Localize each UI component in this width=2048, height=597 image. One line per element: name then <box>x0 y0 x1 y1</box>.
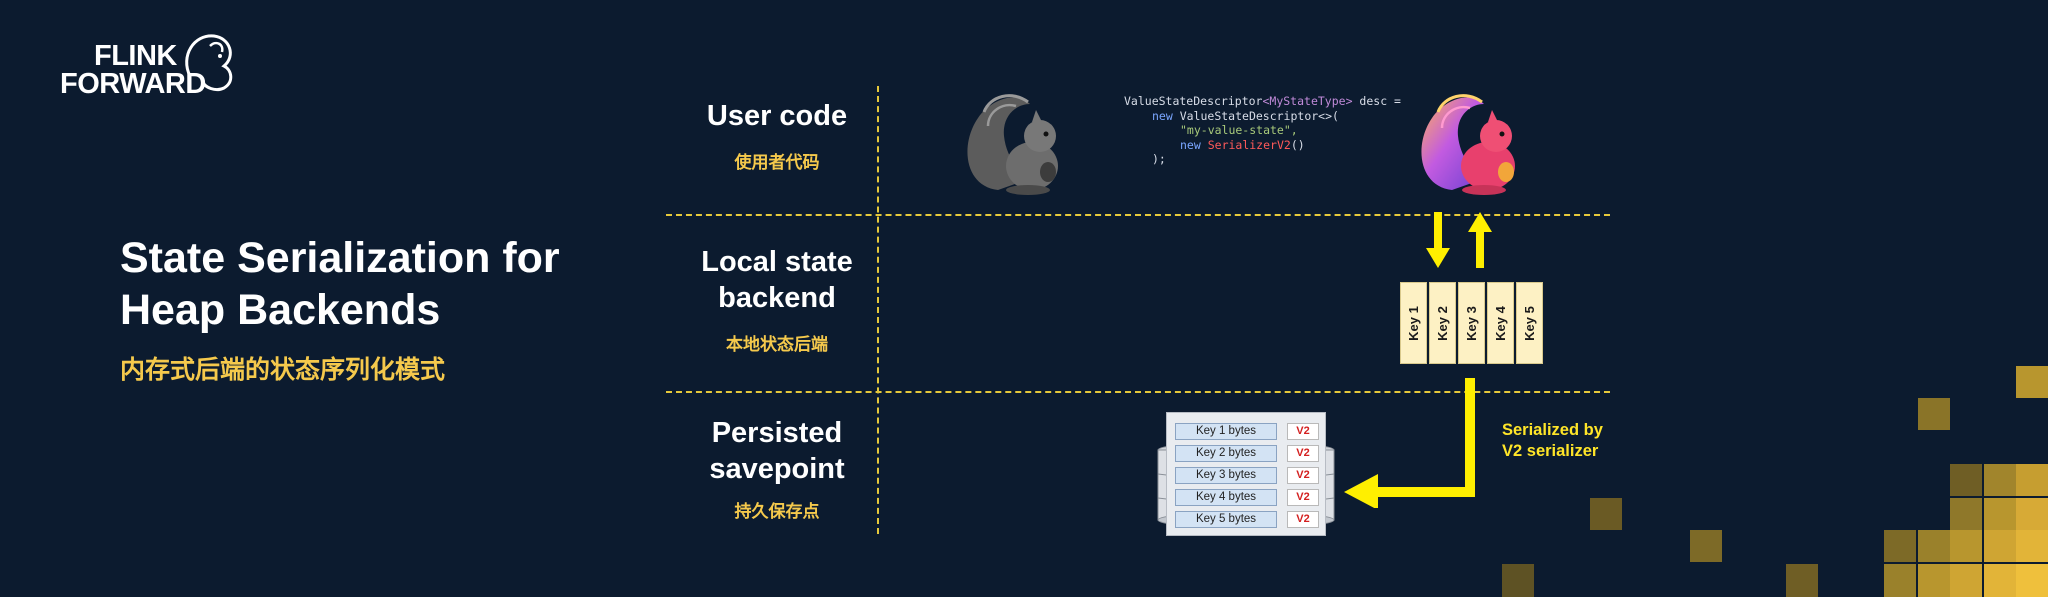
decor-square <box>2016 464 2048 496</box>
logo-line1: FLINK <box>94 40 177 72</box>
row-label-savepoint: Persisted savepoint 持久保存点 <box>647 415 907 522</box>
code-line-5: ); <box>1124 152 1401 167</box>
row-label-en: Persisted <box>711 417 843 449</box>
key-cell-label: Key 1 <box>1406 305 1422 341</box>
code-rest: ); <box>1152 152 1166 166</box>
title-line2: Heap Backends <box>120 286 441 334</box>
code-class: SerializerV2 <box>1207 137 1291 152</box>
key-cell: Key 3 <box>1458 282 1485 364</box>
decor-square <box>1984 564 2016 597</box>
key-cell-label: Key 4 <box>1493 305 1509 341</box>
row-divider-1 <box>666 214 1610 216</box>
decor-square <box>1918 530 1950 562</box>
logo-squirrel-icon <box>185 34 233 92</box>
row-label-zh: 本地状态后端 <box>726 335 828 354</box>
key-cell: Key 2 <box>1429 282 1456 364</box>
decor-square <box>1590 498 1622 530</box>
decor-square <box>1884 530 1916 562</box>
key-cell: Key 1 <box>1400 282 1427 364</box>
decor-square <box>1950 464 1982 496</box>
code-rest: ValueStateDescriptor<>( <box>1172 108 1339 123</box>
row-label-user-code: User code 使用者代码 <box>647 98 907 173</box>
column-divider <box>877 86 879 534</box>
annotation-line2: V2 serializer <box>1502 442 1599 460</box>
annotation-line1: Serialized by <box>1502 421 1603 439</box>
row-label-en: savepoint <box>709 453 845 485</box>
code-generic: <MyStateType> <box>1262 94 1353 108</box>
decor-square <box>1984 464 2016 496</box>
code-keyword: new <box>1152 108 1173 123</box>
decor-square <box>1984 530 2016 562</box>
page-title: State Serialization for Heap Backends <box>120 232 640 336</box>
arrow-down-icon <box>1426 212 1450 268</box>
serialize-arrow-icon <box>1344 378 1475 508</box>
code-string: "my-value-state", <box>1180 123 1298 137</box>
decor-square <box>1502 564 1534 597</box>
row-label-en: User code <box>706 100 848 132</box>
row-label-en: backend <box>718 282 836 314</box>
version-badge: V2 <box>1287 489 1319 506</box>
decor-square <box>1950 530 1982 562</box>
key-cell: Key 4 <box>1487 282 1514 364</box>
decor-square <box>2016 564 2048 597</box>
key-cell-label: Key 3 <box>1464 305 1480 341</box>
version-badge: V2 <box>1287 511 1319 528</box>
decor-square <box>1918 564 1950 597</box>
version-badge: V2 <box>1287 445 1319 462</box>
code-type: ValueStateDescriptor <box>1124 94 1263 108</box>
decor-square <box>2016 530 2048 562</box>
code-rest: desc = <box>1352 94 1401 108</box>
code-line-4: new SerializerV2() <box>1124 138 1401 153</box>
code-rest: () <box>1290 137 1305 152</box>
row-label-zh: 使用者代码 <box>734 153 820 172</box>
heap-key-cells: Key 1 Key 2 Key 3 Key 4 Key 5 <box>1400 282 1543 364</box>
version-badge: V2 <box>1287 423 1319 440</box>
savepoint-file: Key 1 bytes V2 Key 2 bytes V2 Key 3 byte… <box>1166 412 1326 536</box>
key-bytes: Key 5 bytes <box>1175 511 1277 528</box>
code-line-3: "my-value-state", <box>1124 123 1401 138</box>
decor-square <box>2016 366 2048 398</box>
key-cell: Key 5 <box>1516 282 1543 364</box>
decor-square <box>1786 564 1818 597</box>
key-cell-label: Key 5 <box>1522 305 1538 341</box>
key-bytes: Key 3 bytes <box>1175 467 1277 484</box>
key-bytes: Key 4 bytes <box>1175 489 1277 506</box>
decor-square <box>1690 530 1722 562</box>
code-snippet: ValueStateDescriptor<MyStateType> desc =… <box>1124 94 1401 167</box>
decor-square <box>1950 498 1982 530</box>
row-divider-2 <box>666 391 1610 393</box>
key-bytes: Key 2 bytes <box>1175 445 1277 462</box>
code-line-2: new ValueStateDescriptor<>( <box>1124 109 1401 124</box>
row-label-en: Local state <box>701 246 853 278</box>
code-keyword: new <box>1180 137 1201 152</box>
decor-square <box>2016 498 2048 530</box>
page-subtitle: 内存式后端的状态序列化模式 <box>120 356 446 384</box>
version-badge: V2 <box>1287 467 1319 484</box>
row-label-zh: 持久保存点 <box>734 502 820 521</box>
logo-line2: FORWARD <box>60 68 206 100</box>
decor-square <box>1950 564 1982 597</box>
flink-forward-logo: FLINK FORWARD <box>58 34 238 110</box>
serializer-annotation: Serialized by V2 serializer <box>1502 420 1603 462</box>
code-line-1: ValueStateDescriptor<MyStateType> desc = <box>1124 94 1401 109</box>
flink-squirrel-icon <box>1421 94 1515 195</box>
arrow-up-icon <box>1468 212 1492 268</box>
key-cell-label: Key 2 <box>1435 305 1451 341</box>
up-down-arrows <box>1426 212 1492 268</box>
decor-square <box>1984 498 2016 530</box>
title-line1: State Serialization for <box>120 234 560 282</box>
decor-square <box>1918 398 1950 430</box>
row-label-local-state: Local state backend 本地状态后端 <box>647 244 907 355</box>
key-bytes: Key 1 bytes <box>1175 423 1277 440</box>
gray-squirrel-icon <box>967 94 1058 195</box>
decor-square <box>1884 564 1916 597</box>
